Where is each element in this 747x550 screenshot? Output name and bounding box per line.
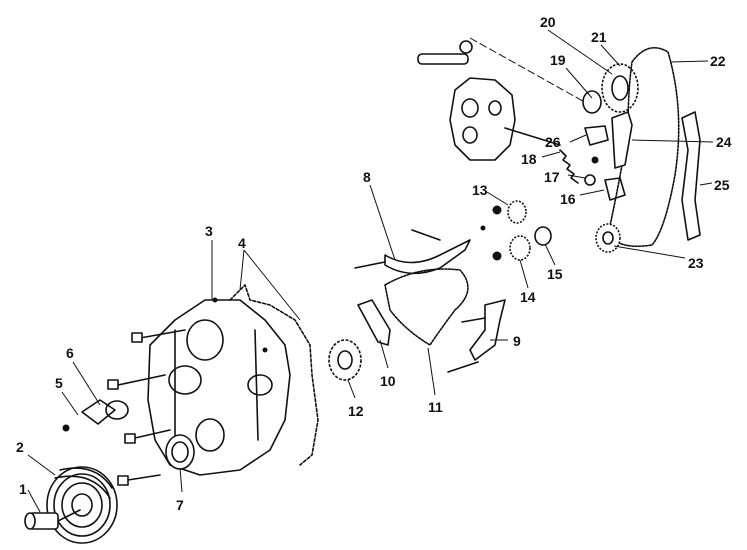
pulley-bolt [24,509,81,530]
upper-chain-guide [354,229,471,275]
callout-14: 14 [520,289,536,305]
oil-seal [165,434,195,470]
callout-15: 15 [547,266,563,282]
timing-cover [147,297,291,476]
callout-12: 12 [348,403,364,419]
crankshaft-pulley [46,466,118,544]
tensioner-plunger [584,125,609,164]
callout-21: 21 [591,29,607,45]
callout-25: 25 [714,177,730,193]
callout-24: 24 [716,134,732,150]
lower-chain-guide [357,299,391,346]
callout-26: 26 [545,134,561,150]
crank-timing-sprocket [595,223,621,253]
callout-17: 17 [544,169,560,185]
chain-tensioner [604,177,626,201]
cover-bolts [107,329,186,486]
callout-11: 11 [428,399,443,415]
plate-gasket [105,400,129,420]
callout-2: 2 [16,439,24,455]
cover-gasket [229,284,319,466]
upper-balancer-sprocket [480,200,527,231]
callout-13: 13 [472,182,488,198]
callout-1: 1 [19,481,27,497]
callout-23: 23 [688,255,704,271]
callout-22: 22 [710,53,726,69]
oil-pump-housing [449,77,561,161]
camshaft-bolt [417,37,591,106]
callout-10: 10 [380,373,396,389]
callout-6: 6 [66,345,74,361]
tensioner-spring [559,149,579,184]
right-chain-guide [611,111,633,169]
callout-18: 18 [521,151,537,167]
callout-5: 5 [55,375,63,391]
balancer-spacer [534,226,552,246]
callout-9: 9 [513,333,521,349]
callout-labels: 1 2 3 4 5 6 7 8 9 10 11 12 13 14 15 16 1… [16,14,732,513]
callout-3: 3 [205,223,213,239]
crankshaft-sprocket [328,339,362,381]
callout-7: 7 [176,497,184,513]
callout-4: 4 [238,235,246,251]
callout-20: 20 [540,14,556,30]
balance-shaft-chain [384,268,469,346]
callout-19: 19 [550,52,566,68]
tensioner-washer [584,174,596,186]
callout-8: 8 [363,169,371,185]
leader-lines [27,29,714,513]
callout-16: 16 [560,191,576,207]
tensioner-bracket [447,299,506,373]
lower-balancer-sprocket [492,235,531,261]
left-chain-guide [681,111,701,241]
